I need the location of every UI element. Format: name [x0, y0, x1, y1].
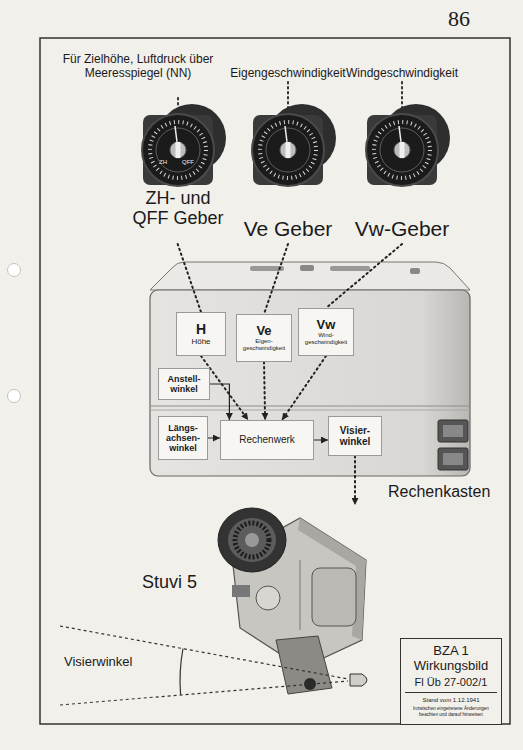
- stuvi-sight: [228, 518, 276, 562]
- block-text: Visier- winkel: [331, 425, 379, 447]
- transmitter-knob: Für Zielhöhe, Luftdruck über Meeresspieg…: [58, 48, 234, 244]
- transmitter-gauge: [252, 104, 336, 186]
- drawing-number: Fl Üb 27-002/1: [415, 676, 488, 689]
- computer-housing: [150, 262, 470, 476]
- title-block: BZA 1 Wirkungsbild Fl Üb 27-002/1Stand vo…: [400, 638, 502, 725]
- page-frame: [40, 38, 510, 724]
- angle-label: Visierwinkel: [64, 654, 132, 670]
- computer-housing: [330, 266, 370, 271]
- dial-marking: QFF: [182, 159, 194, 166]
- punch-hole: [8, 264, 21, 403]
- sight-unit: Stuvi 5: [222, 505, 372, 690]
- computer-housing: [410, 268, 420, 274]
- knob-heading: Windgeschwindigkeit: [346, 66, 458, 80]
- note-text: Inzwischen eingetretene Änderungen beach…: [405, 706, 497, 717]
- stuvi-sight: [276, 636, 332, 694]
- block-text: Anstell- winkel: [161, 374, 207, 394]
- transmitter-knob: Eigengeschwindigkeit Ve Geber: [232, 48, 344, 244]
- computer-housing: [150, 406, 470, 407]
- computer-box: RechenkastenHHöheVeEigen- geschwindigkei…: [150, 290, 470, 476]
- leader-line: [401, 82, 403, 108]
- stuvi-sight: [232, 585, 250, 597]
- transmitter-knob: WindgeschwindigkeitVw-Geber: [346, 48, 458, 244]
- computer-housing: [438, 448, 468, 470]
- input-block: HHöhe: [176, 312, 226, 356]
- input-block: Anstell- winkel: [158, 368, 210, 400]
- angle-line: [180, 649, 183, 695]
- title-text: BZA 1 Wirkungsbild: [405, 643, 497, 673]
- signal-connector: [314, 439, 328, 440]
- leader-line: [177, 98, 179, 108]
- stuvi-sight: [218, 508, 286, 572]
- computer-housing: [150, 262, 470, 290]
- stuvi-sight: [300, 560, 301, 630]
- knob-heading: Eigengeschwindigkeit: [230, 66, 345, 80]
- signal-connector: [326, 244, 402, 308]
- transmitter-gauge: [142, 104, 226, 186]
- signal-connector: [210, 384, 229, 420]
- block-text: Eigen- geschwindigkeit: [239, 338, 289, 352]
- unit-name: Stuvi 5: [142, 571, 197, 593]
- page-number: 86: [448, 6, 470, 32]
- punch-hole: [8, 390, 21, 403]
- leader-line: [178, 82, 402, 108]
- signal-connector: [354, 456, 356, 505]
- punch-hole: [8, 264, 21, 277]
- angle-line: [60, 681, 348, 705]
- knob-name: Ve Geber: [244, 216, 333, 241]
- angle-line: [60, 626, 348, 705]
- knob-name: ZH- und QFF Geber: [128, 188, 228, 228]
- computer-housing: [150, 410, 470, 411]
- transmitter-gauge: [366, 104, 450, 186]
- process-box: Rechenwerk: [220, 420, 314, 460]
- transmitter-gauge: [142, 104, 450, 186]
- block-text: Höhe: [191, 337, 210, 346]
- projectile: [350, 674, 367, 686]
- computer-housing: [438, 420, 468, 442]
- output-block: Visier- winkel: [328, 416, 382, 456]
- computer-housing: [443, 425, 463, 437]
- knob-name: Vw-Geber: [355, 216, 450, 241]
- input-block: VwWind- geschwindigkeit: [298, 308, 354, 356]
- stuvi-sight: [235, 523, 269, 557]
- leader-line: [287, 82, 289, 108]
- knob-heading: Für Zielhöhe, Luftdruck über Meeresspieg…: [58, 52, 218, 80]
- signal-connector: [282, 356, 326, 420]
- signal-connector: [208, 437, 220, 438]
- block-text: Wind- geschwindigkeit: [301, 332, 351, 346]
- input-block: Längs- achsen- winkel: [158, 416, 208, 460]
- angle-line: [60, 626, 348, 679]
- computer-housing: [150, 290, 470, 476]
- block-text: Rechenwerk: [239, 434, 295, 446]
- block-symbol: Vw: [317, 318, 336, 332]
- date-text: Stand vom 1.12.1941: [405, 692, 497, 704]
- block-symbol: Ve: [256, 324, 271, 338]
- dial-marking: ZH: [159, 159, 167, 166]
- stuvi-sight: [312, 568, 356, 626]
- block-symbol: H: [196, 322, 206, 337]
- signal-connector: [264, 362, 265, 420]
- box-name: Rechenkasten: [388, 482, 490, 501]
- computer-housing: [443, 453, 463, 465]
- signal-connector: [264, 244, 288, 314]
- input-block: VeEigen- geschwindigkeit: [236, 314, 292, 362]
- stuvi-sight: [218, 508, 366, 694]
- stuvi-sight: [245, 533, 259, 547]
- stuvi-sight: [256, 586, 280, 610]
- signal-connector: [178, 244, 201, 312]
- block-text: Längs- achsen- winkel: [161, 423, 205, 453]
- computer-housing: [300, 265, 314, 271]
- stuvi-sight: [298, 518, 366, 640]
